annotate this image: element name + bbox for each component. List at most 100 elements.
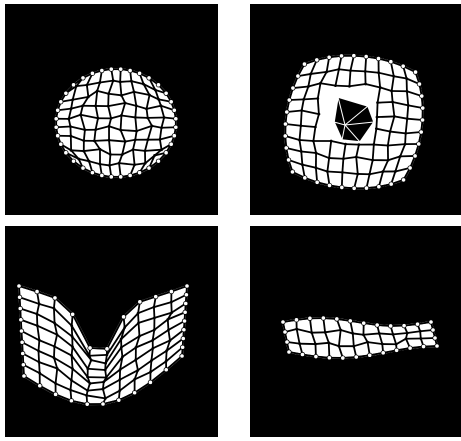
mesh-node xyxy=(419,330,422,333)
mesh-node xyxy=(118,162,121,165)
mesh-node xyxy=(337,345,340,348)
mesh-node xyxy=(71,367,74,370)
mesh-node xyxy=(53,322,56,325)
mesh-node xyxy=(153,306,156,309)
mesh-node xyxy=(165,349,168,352)
mesh-node xyxy=(307,85,310,88)
mesh-node xyxy=(85,402,89,406)
mesh-node xyxy=(405,337,408,340)
mesh-node xyxy=(59,142,63,146)
mesh-node xyxy=(362,321,366,325)
mesh-node xyxy=(378,332,381,335)
mesh-node xyxy=(133,90,136,93)
mesh-node xyxy=(75,85,78,88)
mesh-node xyxy=(89,382,92,385)
mesh-node xyxy=(118,378,121,381)
mesh-node xyxy=(151,339,154,342)
mesh-node xyxy=(165,360,168,363)
mesh-node xyxy=(170,311,173,314)
mesh-node xyxy=(56,367,59,370)
mesh-node xyxy=(316,97,319,100)
mesh-node xyxy=(105,376,108,379)
mesh-node xyxy=(387,159,390,162)
mesh-node xyxy=(393,115,396,118)
mesh-node xyxy=(287,350,291,354)
mesh-node xyxy=(90,71,94,75)
mesh-node xyxy=(349,69,352,72)
mesh-node xyxy=(327,356,331,360)
mesh-node xyxy=(364,70,367,73)
mesh-node xyxy=(326,170,329,173)
mesh-node xyxy=(156,83,160,87)
mesh-node xyxy=(352,186,356,190)
mesh-node xyxy=(174,125,178,129)
mesh-node xyxy=(117,398,121,402)
ring-mesh xyxy=(250,4,461,215)
mesh-node xyxy=(368,353,372,357)
mesh-node xyxy=(70,149,73,152)
mesh-node xyxy=(153,316,156,319)
mesh-node xyxy=(153,329,156,332)
mesh-node xyxy=(368,173,371,176)
mesh-node xyxy=(314,343,317,346)
mesh-node xyxy=(119,368,122,371)
mesh-node xyxy=(79,113,82,116)
mesh-node xyxy=(146,138,149,141)
mesh-node xyxy=(137,71,141,75)
mesh-node xyxy=(109,175,113,179)
mesh-node xyxy=(339,329,342,332)
mesh-node xyxy=(404,132,407,135)
mesh-node xyxy=(135,130,138,133)
mesh-node xyxy=(137,369,140,372)
mesh-node xyxy=(404,143,407,146)
mesh-node xyxy=(375,127,378,130)
mesh-node xyxy=(82,150,85,153)
mesh-node xyxy=(138,300,142,304)
mesh-node xyxy=(290,170,294,174)
band-mesh xyxy=(250,226,461,437)
mesh-node xyxy=(121,315,125,319)
mesh-node xyxy=(315,152,318,155)
mesh-node xyxy=(71,98,74,101)
mesh-node xyxy=(69,389,72,392)
mesh-node xyxy=(341,171,344,174)
band-mesh-panel xyxy=(250,226,461,437)
mesh-node xyxy=(386,144,389,147)
mesh-node xyxy=(296,74,300,78)
mesh-node xyxy=(352,53,356,57)
mesh-node xyxy=(88,160,91,163)
mesh-node xyxy=(70,324,73,327)
mesh-node xyxy=(55,134,59,138)
mesh-node xyxy=(118,389,121,392)
mesh-node xyxy=(167,329,170,332)
mesh-node xyxy=(377,185,381,189)
mesh-node xyxy=(135,104,138,107)
mesh-node xyxy=(134,116,137,119)
mesh-node xyxy=(356,173,359,176)
mesh-node xyxy=(54,382,57,385)
mesh-node xyxy=(55,108,59,112)
mesh-node xyxy=(328,157,331,160)
mesh-node xyxy=(105,353,108,356)
mesh-node xyxy=(302,98,305,101)
mesh-node xyxy=(107,92,110,95)
mesh-node xyxy=(169,100,173,104)
mesh-node xyxy=(149,371,152,374)
mesh-node xyxy=(137,312,140,315)
mesh-node xyxy=(94,128,97,131)
mesh-node xyxy=(67,117,70,120)
mesh-node xyxy=(285,340,289,344)
mesh-node xyxy=(101,402,105,406)
mesh-node xyxy=(392,333,395,336)
mesh-node xyxy=(110,117,113,120)
mesh-node xyxy=(85,394,88,397)
mesh-node xyxy=(38,372,41,375)
ring-mesh-panel xyxy=(250,4,461,215)
mesh-node xyxy=(394,170,397,173)
mesh-node xyxy=(435,344,439,348)
mesh-node xyxy=(406,117,409,120)
mesh-node xyxy=(20,340,24,344)
mesh-node xyxy=(130,80,133,83)
mesh-node xyxy=(348,319,352,323)
mesh-node xyxy=(371,159,374,162)
